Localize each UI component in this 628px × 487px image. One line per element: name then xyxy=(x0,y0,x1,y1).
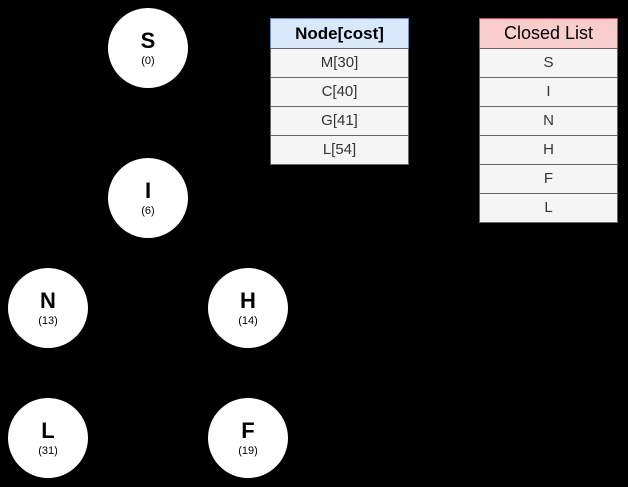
closed-list-row: N xyxy=(479,106,618,136)
closed-list-row: L xyxy=(479,193,618,223)
node-cost: (31) xyxy=(38,444,58,457)
node-cost: (6) xyxy=(141,204,155,217)
node-letter: S xyxy=(140,27,156,53)
graph-node-f: F (19) xyxy=(208,398,288,478)
graph-node-l: L (31) xyxy=(8,398,88,478)
graph-node-h: H (14) xyxy=(208,268,288,348)
node-cost: (13) xyxy=(38,314,58,327)
open-list-row: L[54] xyxy=(270,135,409,165)
node-letter: H xyxy=(240,287,256,313)
open-list-header: Node[cost] xyxy=(270,18,409,49)
closed-list-table: Closed List S I N H F L xyxy=(479,18,618,223)
node-cost: (0) xyxy=(141,54,155,67)
closed-list-row: H xyxy=(479,135,618,165)
node-letter: N xyxy=(40,287,56,313)
open-list-row: C[40] xyxy=(270,77,409,107)
node-letter: L xyxy=(41,417,55,443)
closed-list-row: S xyxy=(479,48,618,78)
open-list-table: Node[cost] M[30] C[40] G[41] L[54] xyxy=(270,18,409,165)
open-list-row: G[41] xyxy=(270,106,409,136)
closed-list-header: Closed List xyxy=(479,18,618,49)
graph-node-i: I (6) xyxy=(108,158,188,238)
node-letter: F xyxy=(241,417,255,443)
node-cost: (14) xyxy=(238,314,258,327)
graph-node-s: S (0) xyxy=(108,8,188,88)
node-cost: (19) xyxy=(238,444,258,457)
closed-list-row: F xyxy=(479,164,618,194)
open-list-row: M[30] xyxy=(270,48,409,78)
graph-node-n: N (13) xyxy=(8,268,88,348)
node-letter: I xyxy=(144,177,152,203)
closed-list-row: I xyxy=(479,77,618,107)
